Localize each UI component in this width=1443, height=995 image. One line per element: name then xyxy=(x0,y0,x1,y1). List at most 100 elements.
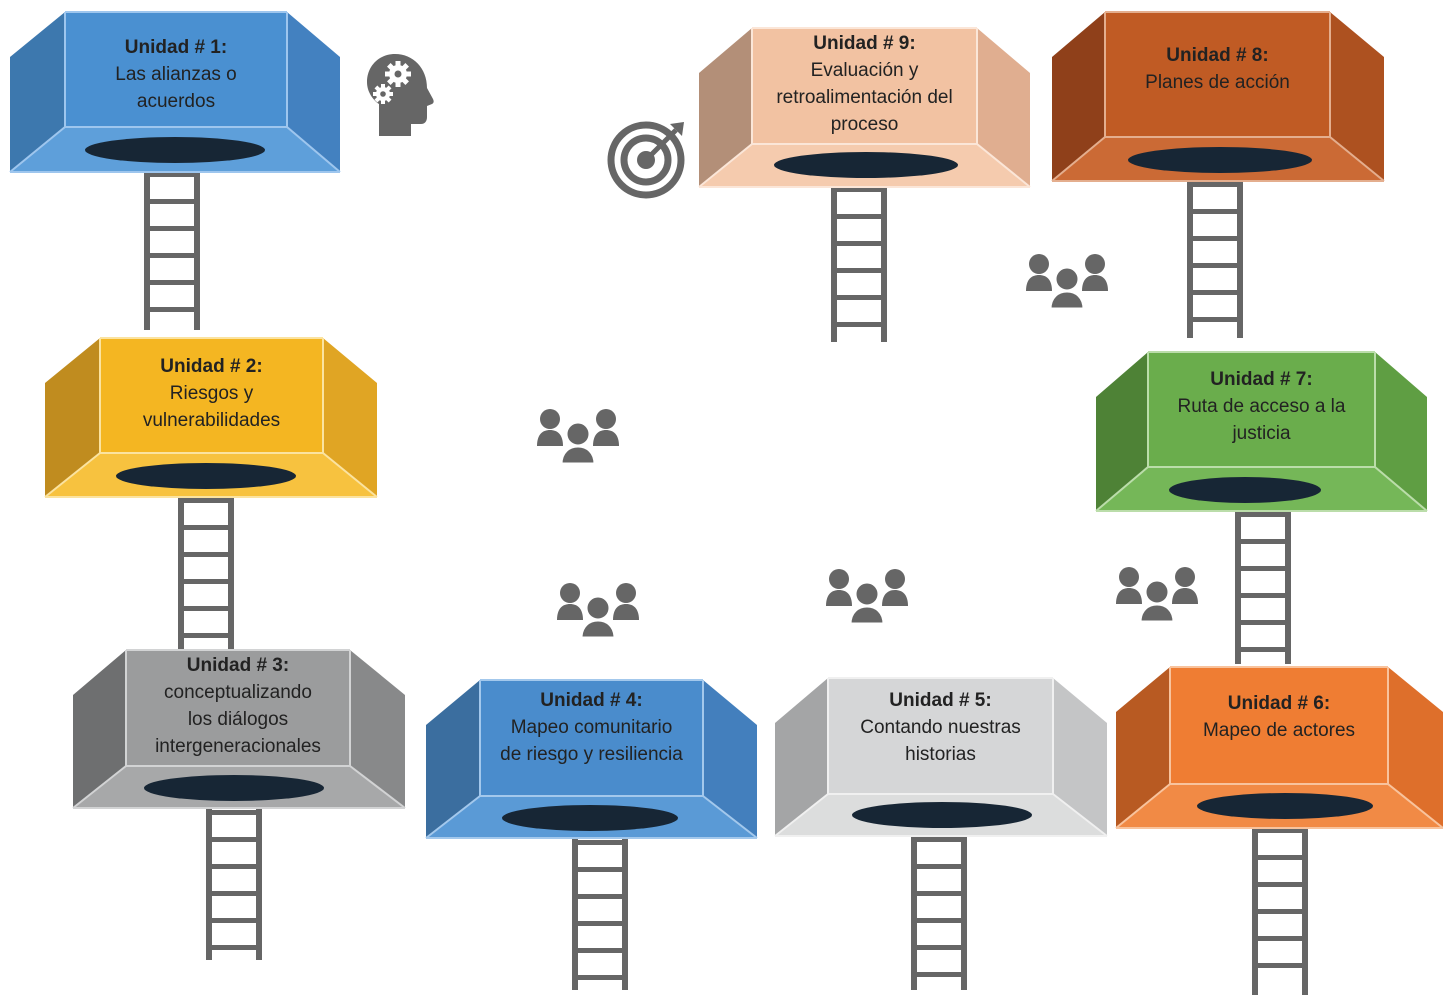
gear-tooth xyxy=(385,71,391,77)
box-edge xyxy=(1095,466,1149,512)
ladder-rail xyxy=(206,788,212,960)
ladder-rung xyxy=(181,633,231,638)
box-left-panel xyxy=(1052,12,1105,181)
unit-8-title: Unidad # 8: xyxy=(1166,45,1269,66)
box-back-wall xyxy=(1105,12,1330,137)
gear-tooth xyxy=(373,92,378,96)
box-hole xyxy=(1169,477,1321,503)
ladder-unit-6 xyxy=(1252,806,1308,995)
gear-tooth xyxy=(401,77,409,85)
box-edge xyxy=(1169,667,1389,785)
group-icon xyxy=(537,409,619,466)
ladder-rung xyxy=(1190,263,1240,268)
ladder-rail xyxy=(178,476,184,650)
target-arrow-shaft xyxy=(644,128,678,162)
person-body xyxy=(537,430,563,446)
box-left-panel xyxy=(45,338,100,497)
unit-9-line-2: retroalimentación del xyxy=(776,87,953,108)
head-silhouette xyxy=(367,54,434,136)
ladder-rail xyxy=(961,815,967,990)
ladder-rung xyxy=(181,579,231,584)
ladder-rail xyxy=(1252,806,1258,995)
box-back-wall xyxy=(100,338,323,453)
box-edge xyxy=(827,678,1054,795)
person-head xyxy=(1175,567,1195,587)
unit-3-title: Unidad # 3: xyxy=(186,655,290,676)
box-edge xyxy=(479,680,704,797)
box-back-wall xyxy=(126,650,350,766)
person-head xyxy=(853,580,881,608)
ladder-rail xyxy=(144,150,150,330)
box-right-panel xyxy=(287,12,340,172)
unit-7-text: Unidad # 7: Ruta de acceso a la justicia xyxy=(1138,366,1385,447)
head-gears-icon xyxy=(367,54,434,136)
box-edge xyxy=(425,795,481,839)
unit-9-line-3: proceso xyxy=(830,114,899,135)
box-edge xyxy=(99,338,324,454)
ladder-rung xyxy=(1238,512,1288,517)
unit-6-shape xyxy=(1115,666,1443,829)
target-icon xyxy=(607,121,685,199)
gear-small xyxy=(373,84,393,104)
person-head xyxy=(885,569,905,589)
person-body xyxy=(593,430,619,446)
unit-2-line-2: vulnerabilidades xyxy=(142,410,281,431)
ladder-rail xyxy=(881,165,887,342)
unit-7-shape xyxy=(1095,351,1428,512)
person-body xyxy=(1172,588,1198,604)
unit-3-shape xyxy=(72,649,406,809)
ladder-rung xyxy=(1190,290,1240,295)
ladder-rung xyxy=(575,867,625,872)
ladder-rail xyxy=(911,815,917,990)
person-body xyxy=(579,618,617,640)
ladder-rail xyxy=(1285,490,1291,664)
unit-3-line-3: intergeneracionales xyxy=(155,736,321,757)
person-head xyxy=(560,583,580,603)
ladder-rung xyxy=(1190,209,1240,214)
box-edge xyxy=(698,143,753,188)
person-body xyxy=(559,444,597,466)
gear-tooth xyxy=(374,85,381,92)
gear-tooth xyxy=(405,71,411,77)
ladder-rung xyxy=(209,945,259,950)
unit-9-title: Unidad # 9: xyxy=(813,33,916,54)
unit-9-line-1: Evaluación y xyxy=(810,60,919,81)
ladder-rung xyxy=(1255,936,1305,941)
gear-tooth xyxy=(374,96,381,103)
gear-tooth xyxy=(381,99,385,104)
person-head xyxy=(1119,567,1139,587)
unit-4-text: Unidad # 4: Mapeo comunitario de riesgo … xyxy=(470,687,713,768)
ladder-rung xyxy=(575,840,625,845)
box-edge xyxy=(1374,466,1428,512)
ladder-rung xyxy=(914,891,964,896)
unit-5-shape xyxy=(774,677,1108,837)
unit-1-shape xyxy=(9,11,341,173)
ladder-rung xyxy=(575,921,625,926)
ladder-rung xyxy=(575,894,625,899)
unit-5-line-1: Contando nuestras xyxy=(860,717,1021,738)
unit-4-shape xyxy=(425,679,758,839)
box-edge xyxy=(64,12,288,128)
ladder-rung xyxy=(834,187,884,192)
gear-tooth xyxy=(401,63,409,71)
icons-layer xyxy=(367,54,1198,640)
ladder-rung xyxy=(147,172,197,177)
ladders-layer xyxy=(144,150,1308,995)
person-body xyxy=(848,604,886,626)
box-edge xyxy=(976,143,1031,188)
box-edge xyxy=(286,126,341,173)
box-left-panel xyxy=(10,12,65,172)
box-right-panel xyxy=(323,338,377,497)
ladder-rung xyxy=(834,295,884,300)
gear-tooth xyxy=(387,77,395,85)
ladder-unit-9 xyxy=(831,165,887,342)
ladder-rung xyxy=(1190,236,1240,241)
ladder-unit-2 xyxy=(178,476,234,650)
box-edge xyxy=(1104,12,1331,138)
unit-1-text: Unidad # 1: Las alianzas o acuerdos xyxy=(55,34,297,115)
box-edge xyxy=(322,452,378,498)
box-hole xyxy=(852,802,1032,828)
box-right-panel xyxy=(1330,12,1384,181)
box-edge xyxy=(751,28,978,145)
ladder-rail xyxy=(1302,806,1308,995)
